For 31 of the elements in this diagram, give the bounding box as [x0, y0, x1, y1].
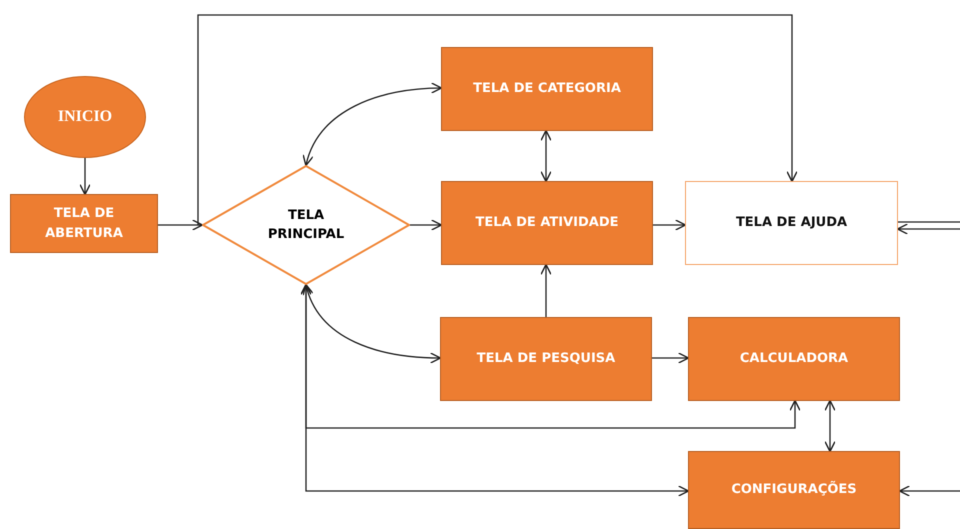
node-label: INICIO	[58, 107, 112, 127]
node-label: TELA DE PESQUISA	[476, 350, 616, 368]
arrow	[303, 284, 442, 364]
arrow	[653, 219, 686, 231]
arrow	[303, 82, 442, 166]
process-box	[10, 194, 158, 253]
node-label: TELA DE CATEGORIA	[473, 80, 621, 98]
process-box	[688, 451, 900, 529]
process-box	[685, 181, 898, 265]
arrow	[540, 130, 552, 182]
arrow	[540, 264, 552, 317]
arrow	[300, 284, 690, 497]
arrow	[197, 14, 798, 226]
node-label: CONFIGURAÇÕES	[731, 480, 857, 500]
process-box	[440, 317, 652, 401]
arrow	[410, 219, 442, 231]
arrow	[896, 223, 960, 235]
arrow	[824, 400, 836, 452]
process-box	[688, 317, 900, 401]
arrow	[79, 158, 91, 196]
arrow	[652, 352, 690, 364]
node-label: CALCULADORA	[740, 350, 848, 368]
node-label: TELA DE ABERTURA	[44, 205, 124, 242]
process-box	[441, 181, 653, 265]
node-label: TELA DE ATIVIDADE	[476, 214, 618, 232]
process-box	[441, 47, 653, 131]
arrow	[158, 219, 204, 231]
connector-line	[898, 221, 960, 223]
node-label: TELA PRINCIPAL	[266, 206, 346, 244]
arrow	[898, 485, 960, 497]
node-label: TELA DE AJUDA	[736, 214, 848, 232]
